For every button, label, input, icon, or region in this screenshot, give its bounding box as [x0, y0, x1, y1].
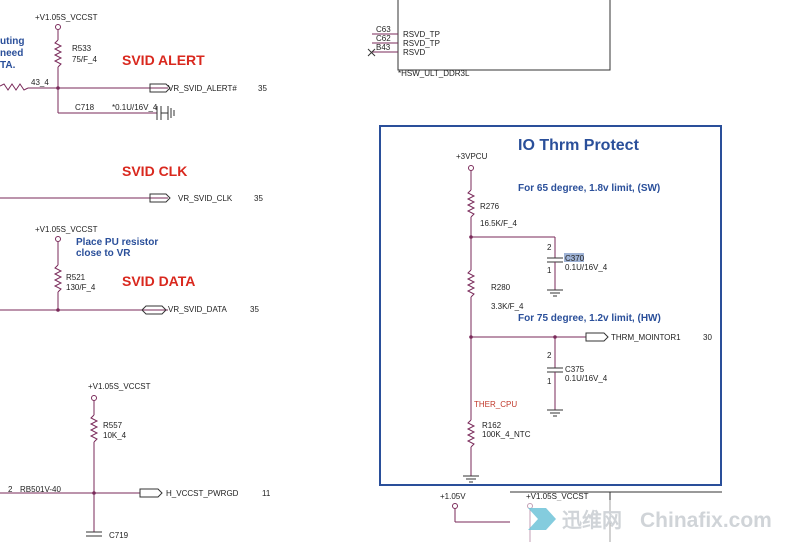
alert-rail-terminal [55, 24, 61, 30]
clk-offpage-connector [149, 193, 171, 203]
data-net-label: VR_SVID_DATA [168, 305, 227, 314]
io-thrm-protect-box: IO Thrm Protect +3VPCU For 65 degree, 1.… [379, 125, 722, 486]
r280-resistor [466, 269, 476, 298]
left-note-line-1: uting [0, 36, 24, 47]
pwrgd-page-ref: 11 [262, 489, 271, 498]
pin-c62-ref: C62 [376, 34, 391, 43]
c375-value: 0.1U/16V_4 [565, 374, 608, 383]
thrm-rail-terminal [468, 165, 474, 171]
pin-c62-name: RSVD_TP [403, 39, 440, 48]
data-rail-label: +V1.05S_VCCST [35, 225, 98, 234]
c719-ref: C719 [109, 531, 129, 540]
alert-net-label: VR_SVID_ALERT# [168, 84, 237, 93]
cpu-part-label: *HSW_ULT_DDR3L [398, 69, 470, 78]
net-43-label: 43_4 [31, 78, 49, 87]
c375-pin-bottom: 1 [547, 377, 552, 386]
pin-c63-ref: C63 [376, 25, 391, 34]
watermark-cn: 迅维网 [562, 508, 622, 532]
pin-c63-name: RSVD_TP [403, 30, 440, 39]
pwrgd-section: +V1.05S_VCCST R557 10K_4 2 RB501V-40 H_V… [0, 382, 271, 540]
svid-alert-section: uting need TA. +V1.05S_VCCST R533 75/F_4… [0, 13, 267, 120]
clk-page-ref: 35 [254, 194, 263, 203]
svid-data-section: +V1.05S_VCCST Place PU resistor close to… [0, 225, 259, 315]
r276-resistor [466, 189, 476, 218]
r162-value: 100K_4_NTC [482, 430, 531, 439]
pwrgd-rail-label: +V1.05S_VCCST [88, 382, 151, 391]
r521-resistor [53, 264, 63, 293]
thrm-page-ref: 30 [703, 333, 712, 342]
pwrgd-junction [92, 491, 96, 495]
c370-ref: C370 [565, 254, 585, 263]
pin-b43-ref: B43 [376, 43, 391, 52]
thrm-box-border [379, 125, 722, 486]
c375-pin-top: 2 [547, 351, 552, 360]
data-page-ref: 35 [250, 305, 259, 314]
nc-mark-b [367, 48, 376, 57]
data-note-2: close to VR [76, 248, 131, 259]
r162-ntc-resistor [466, 419, 476, 448]
thrm-net-label: THRM_MOINTOR1 [611, 333, 681, 342]
svid-clk-heading: SVID CLK [122, 163, 187, 179]
alert-page-ref: 35 [258, 84, 267, 93]
left-note-line-3: TA. [0, 60, 16, 71]
thrm-note-sw: For 65 degree, 1.8v limit, (SW) [518, 183, 660, 194]
diode-pin-label: 2 [8, 485, 13, 494]
r533-ref: R533 [72, 44, 92, 53]
watermark: 迅维网 Chinafix.com [524, 500, 799, 542]
r521-ref: R521 [66, 273, 86, 282]
watermark-logo-icon [528, 508, 556, 530]
r521-value: 130/F_4 [66, 283, 96, 292]
ther-cpu-net-label: THER_CPU [474, 400, 517, 409]
c718-ref: C718 [75, 103, 95, 112]
cpu-rsvd-pins: C63 RSVD_TP C62 RSVD_TP B43 RSVD *HSW_UL… [367, 0, 611, 78]
r276-value: 16.5K/F_4 [480, 219, 517, 228]
svid-data-heading: SVID DATA [122, 273, 195, 289]
c370-value: 0.1U/16V_4 [565, 263, 608, 272]
r557-ref: R557 [103, 421, 123, 430]
bottom-rail-1-terminal [452, 503, 458, 509]
r276-ref: R276 [480, 202, 500, 211]
bottom-rail-2-label: +V1.05S_VCCST [526, 492, 589, 501]
diode-ref-label: RB501V-40 [20, 485, 61, 494]
c370-highlight [564, 253, 584, 262]
thrm-offpage-connector [585, 332, 609, 342]
c718-value: *0.1U/16V_4 [112, 103, 158, 112]
pwrgd-net-label: H_VCCST_PWRGD [166, 489, 239, 498]
data-note-1: Place PU resistor [76, 237, 158, 248]
data-junction [56, 308, 60, 312]
thrm-box-title: IO Thrm Protect [518, 137, 640, 154]
r557-value: 10K_4 [103, 431, 127, 440]
c375-ref: C375 [565, 365, 585, 374]
pwrgd-rail-terminal [91, 395, 97, 401]
r557-resistor [89, 414, 99, 443]
left-note-line-2: need [0, 48, 23, 59]
svid-alert-heading: SVID ALERT [122, 52, 205, 68]
alert-junction [56, 86, 60, 90]
r280-value: 3.3K/F_4 [491, 302, 524, 311]
thrm-note-hw: For 75 degree, 1.2v limit, (HW) [518, 313, 661, 324]
alert-offpage-connector [149, 83, 171, 93]
r533-value: 75/F_4 [72, 55, 97, 64]
alert-input-resistor [0, 83, 29, 91]
pwrgd-offpage-connector [139, 488, 163, 498]
r162-ref: R162 [482, 421, 502, 430]
c370-pin-top: 2 [547, 243, 552, 252]
alert-rail-label: +V1.05S_VCCST [35, 13, 98, 22]
data-rail-terminal [55, 236, 61, 242]
r280-ref: R280 [491, 283, 511, 292]
r533-resistor [53, 39, 63, 68]
clk-net-label: VR_SVID_CLK [178, 194, 233, 203]
data-bidir-connector [141, 305, 167, 315]
thrm-rail-label: +3VPCU [456, 152, 488, 161]
svid-clk-section: SVID CLK VR_SVID_CLK 35 [0, 163, 263, 203]
bottom-rail-1-label: +1.05V [440, 492, 466, 501]
c370-pin-bottom: 1 [547, 266, 552, 275]
watermark-backdrop [524, 500, 799, 542]
pin-b43-name: RSVD [403, 48, 425, 57]
watermark-en: Chinafix.com [640, 509, 772, 532]
